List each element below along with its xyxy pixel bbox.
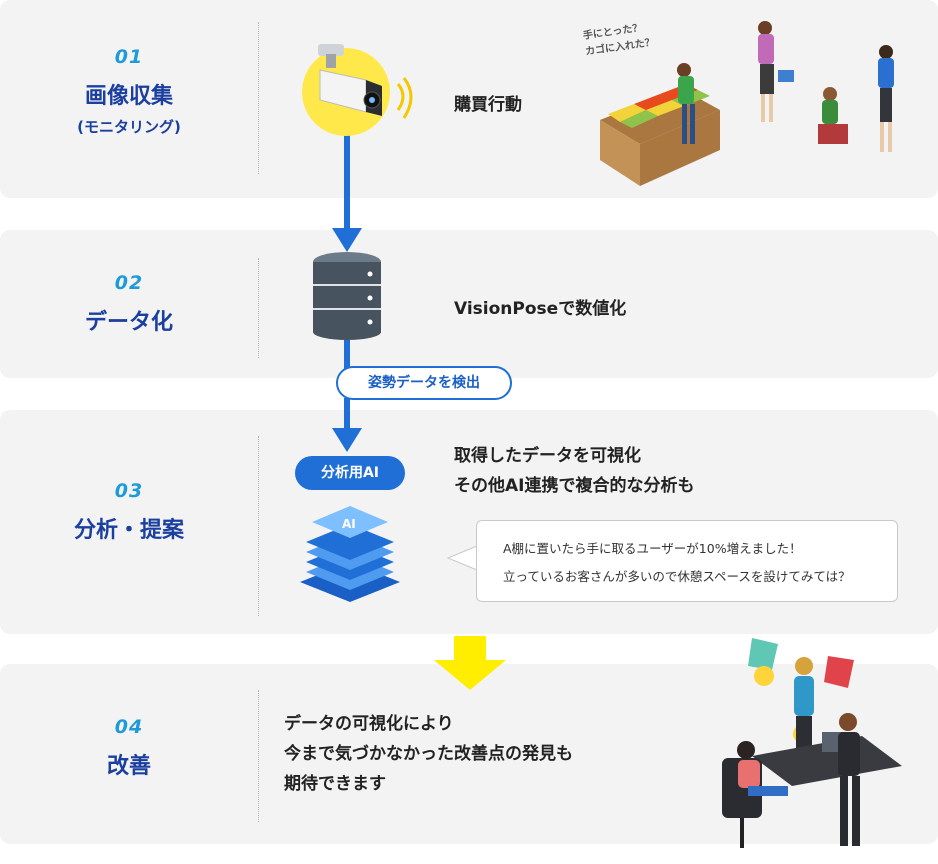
band-divider-1: [258, 22, 259, 174]
shoppers-illustration: [600, 21, 894, 186]
speech-bubble: A棚に置いたら手に取るユーザーが10%増えました！ 立っているお客さんが多いので…: [476, 520, 898, 602]
step-number: 02: [114, 272, 144, 294]
step-3-description: 取得したデータを可視化 その他AI連携で複合的な分析も: [454, 441, 694, 501]
big-arrow-down-icon: [434, 636, 506, 690]
step-number: 04: [114, 716, 144, 738]
connector-label-pill: 姿勢データを検出: [336, 366, 512, 400]
step-1: 01 画像収集 (モニタリング): [0, 46, 258, 137]
svg-text:AI: AI: [342, 517, 356, 531]
flow-arrow-down-icon: [332, 398, 362, 452]
flow-line: [344, 340, 350, 370]
step-4: 04 改善: [0, 716, 258, 780]
flow-arrow-down-icon: [332, 134, 362, 252]
step-band-2: [0, 230, 938, 378]
step-4-description: データの可視化により 今まで気づかなかった改善点の発見も 期待できます: [284, 709, 573, 799]
step-band-1: [0, 0, 938, 198]
step-subtitle: (モニタリング): [77, 118, 181, 136]
description-line: 期待できます: [284, 774, 386, 794]
step-title: 画像収集: [84, 84, 173, 109]
description-line: 今まで気づかなかった改善点の発見も: [284, 744, 573, 764]
band-divider-3: [258, 436, 259, 616]
description-line: データの可視化により: [284, 714, 454, 734]
database-server-icon: [313, 252, 381, 340]
ai-label-pill: 分析用AI: [295, 456, 405, 490]
step-2-description: VisionPoseで数値化: [454, 299, 627, 319]
band-divider-2: [258, 258, 259, 358]
speech-bubble-tail: [446, 545, 480, 571]
ai-chip-icon: AI: [300, 506, 400, 602]
step-title: 改善: [106, 754, 151, 779]
step-title: 分析・提案: [73, 518, 184, 543]
office-meeting-illustration: [722, 638, 902, 848]
step-1-description: 購買行動: [454, 95, 522, 115]
description-line: その他AI連携で複合的な分析も: [454, 476, 695, 496]
step-3: 03 分析・提案: [0, 480, 258, 544]
security-camera-icon: [302, 44, 413, 136]
description-line: 取得したデータを可視化: [454, 446, 641, 466]
speech-bubble-line: 立っているお客さんが多いので休憩スペースを設けてみては？: [503, 569, 851, 584]
step-2: 02 データ化: [0, 272, 258, 336]
speech-bubble-line: A棚に置いたら手に取るユーザーが10%増えました！: [503, 541, 802, 556]
band-divider-4: [258, 690, 259, 822]
step-title: データ化: [84, 310, 173, 335]
step-number: 01: [114, 46, 144, 68]
step-number: 03: [114, 480, 144, 502]
